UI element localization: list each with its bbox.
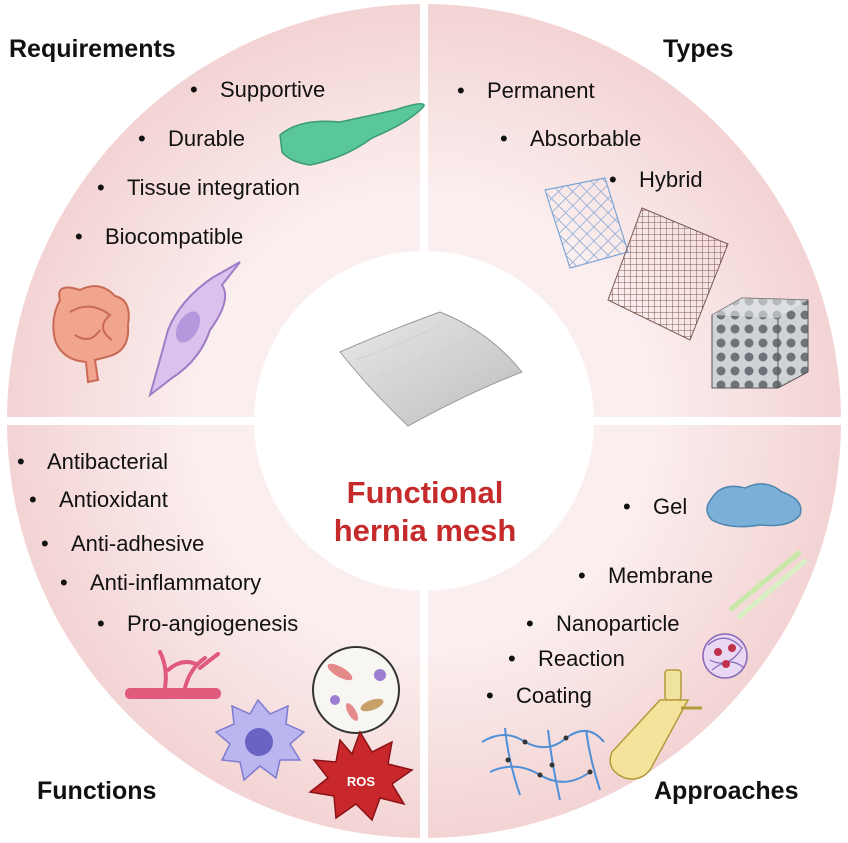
function-item: Anti-adhesive [41,531,204,557]
approaches-title: Approaches [654,777,799,805]
membrane-icon [728,550,808,620]
function-item: Anti-inflammatory [60,570,261,596]
requirement-item: Supportive [190,77,325,103]
approach-item: Nanoparticle [526,611,680,637]
functions-title: Functions [37,777,157,805]
requirements-title: Requirements [9,35,176,63]
function-item: Antioxidant [29,487,168,513]
function-item: Pro-angiogenesis [97,611,298,637]
blood-vessel-icon [125,650,221,699]
ros-label: ROS [347,774,376,789]
types-title: Types [663,35,734,63]
type-item: Absorbable [500,126,641,152]
porous-scaffold-icon [711,297,809,389]
approach-item: Membrane [578,563,713,589]
gel-blob-icon [706,483,802,528]
approach-item: Coating [486,683,592,709]
nanoparticle-icon [702,633,748,679]
cell-icon [148,261,241,398]
bacteria-petri-icon [312,646,400,734]
polymer-network-icon [481,727,605,801]
approach-item: Reaction [508,646,625,672]
hand-icon [279,103,425,166]
function-item: Antibacterial [17,449,168,475]
approach-item: Gel [623,494,687,520]
center-title-line1: Functional [346,475,504,510]
ros-burst-icon [308,730,414,822]
mesh-sheet-image [339,311,523,427]
center-title-line2: hernia mesh [333,513,517,548]
requirement-item: Durable [138,126,245,152]
intestine-icon [52,285,130,384]
center-title: Functional hernia mesh [300,474,550,550]
woven-mesh-icon [607,207,729,341]
type-item: Hybrid [609,167,703,193]
reaction-flask-icon [609,669,702,780]
type-item: Permanent [457,78,595,104]
requirement-item: Biocompatible [75,224,243,250]
requirement-item: Tissue integration [97,175,300,201]
immune-cell-icon [214,698,306,782]
